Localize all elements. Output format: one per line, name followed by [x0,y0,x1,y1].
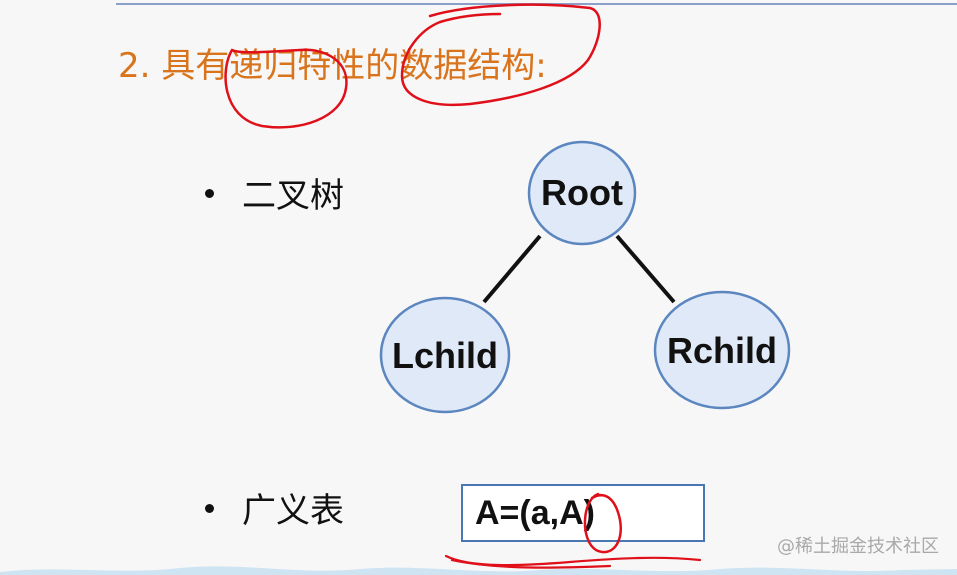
bullet-dot-icon [205,189,214,198]
node-label-right: Rchild [667,330,777,371]
bullet-label: 二叉树 [242,176,344,216]
bullet-label: 广义表 [242,491,344,531]
watermark: @稀土掘金技术社区 [777,536,939,557]
formula-box: A=(a,A) [461,484,705,542]
tree-node-root: Root [527,140,637,246]
annotation-underline [444,554,702,569]
annotation-circle-data-structure [400,3,601,107]
tree-node-right: Rchild [653,290,791,410]
bottom-decoration [0,566,957,575]
bullet-dot-icon [205,504,214,513]
annotation-circle-A [583,492,623,554]
node-label-left: Lchild [392,335,498,376]
slide-title: 2. 具有递归特性的数据结构: [118,46,547,86]
edge-root-right [615,234,676,304]
bullet-generalized-list: 广义表 [205,483,344,532]
tree-node-left: Lchild [379,296,511,414]
bullet-binary-tree: 二叉树 [205,168,344,217]
node-label-root: Root [541,172,623,213]
edge-root-left [482,234,542,304]
annotation-circle-recursive [224,48,348,129]
formula-text: A=(a,A) [475,494,595,532]
